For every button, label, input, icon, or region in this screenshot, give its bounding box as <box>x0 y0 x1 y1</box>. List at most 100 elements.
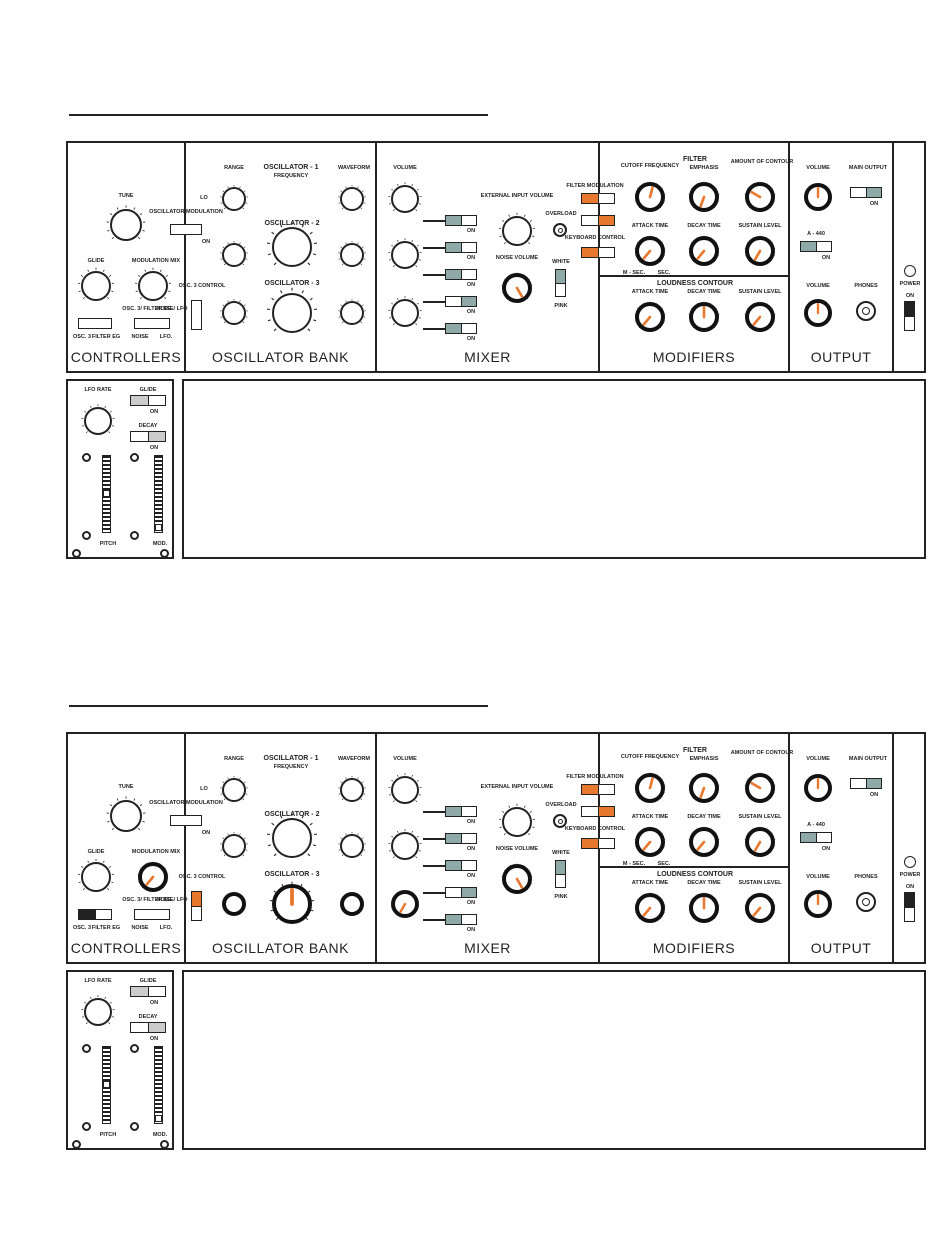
osc2-range-knob[interactable] <box>220 241 248 267</box>
osc3-control-switch[interactable] <box>191 891 202 921</box>
osc3-range-knob[interactable] <box>220 299 248 325</box>
noise-lfo-switch[interactable] <box>134 909 170 920</box>
osc2-waveform-knob[interactable] <box>338 241 366 267</box>
noise-volume-knob[interactable] <box>501 863 533 894</box>
mixer-volume-knob-2[interactable] <box>388 238 422 269</box>
phones-volume-knob[interactable] <box>804 890 832 918</box>
main-volume-knob[interactable] <box>804 774 832 802</box>
phones-jack[interactable] <box>856 892 876 912</box>
decay-toggle[interactable] <box>130 1022 166 1033</box>
external-input-knob[interactable] <box>498 212 536 246</box>
pitch-wheel[interactable] <box>102 1046 111 1124</box>
lfo-rate-knob[interactable] <box>81 995 115 1026</box>
power-switch[interactable] <box>904 892 915 922</box>
white-pink-switch[interactable] <box>555 860 566 888</box>
mixer-volume-knob-2[interactable] <box>388 829 422 860</box>
mixer-source-switch-4[interactable] <box>445 887 477 898</box>
mixer-source-switch-1[interactable] <box>445 215 477 226</box>
phones-jack[interactable] <box>856 301 876 321</box>
glide-toggle[interactable] <box>130 395 166 406</box>
mixer-volume-knob-1[interactable] <box>388 182 422 213</box>
main-output-switch[interactable] <box>850 187 882 198</box>
osc3-frequency-knob[interactable] <box>269 881 315 924</box>
mixer-volume-knob-3[interactable] <box>388 296 422 327</box>
filter-decay-knob[interactable] <box>688 826 720 857</box>
osc2-waveform-knob[interactable] <box>338 832 366 858</box>
loudness-decay-knob[interactable] <box>688 892 720 923</box>
oscillator-modulation-switch[interactable] <box>170 224 202 235</box>
mixer-source-switch-5[interactable] <box>445 323 477 334</box>
osc3-waveform-knob[interactable] <box>340 892 364 916</box>
mixer-source-switch-4[interactable] <box>445 296 477 307</box>
external-input-knob[interactable] <box>498 803 536 837</box>
keyboard-control-switch-2[interactable] <box>581 838 615 849</box>
main-volume-knob[interactable] <box>804 183 832 211</box>
oscillator-modulation-switch[interactable] <box>170 815 202 826</box>
keyboard-control-switch-1[interactable] <box>581 215 615 226</box>
mixer-volume-knob-1[interactable] <box>388 773 422 804</box>
emphasis-knob[interactable] <box>688 181 720 212</box>
overload-jack[interactable] <box>553 223 567 237</box>
osc3-control-switch[interactable] <box>191 300 202 330</box>
a440-switch[interactable] <box>800 832 832 843</box>
filter-modulation-switch[interactable] <box>581 784 615 795</box>
amount-of-contour-knob[interactable] <box>744 772 776 803</box>
emphasis-knob[interactable] <box>688 772 720 803</box>
mod-wheel[interactable] <box>154 1046 163 1124</box>
osc3-filtereg-switch[interactable] <box>78 318 112 329</box>
cutoff-knob[interactable] <box>634 181 666 212</box>
mod-wheel[interactable] <box>154 455 163 533</box>
pitch-wheel[interactable] <box>102 455 111 533</box>
decay-toggle[interactable] <box>130 431 166 442</box>
lfo-rate-knob[interactable] <box>81 404 115 435</box>
filter-decay-knob[interactable] <box>688 235 720 266</box>
tune-knob[interactable] <box>106 205 146 241</box>
overload-jack[interactable] <box>553 814 567 828</box>
filter-sustain-knob[interactable] <box>744 235 776 266</box>
osc3-filtereg-switch[interactable] <box>78 909 112 920</box>
keyboard-control-switch-2[interactable] <box>581 247 615 258</box>
mixer-source-switch-2[interactable] <box>445 833 477 844</box>
power-switch[interactable] <box>904 301 915 331</box>
osc1-waveform-knob[interactable] <box>338 776 366 802</box>
noise-lfo-switch[interactable] <box>134 318 170 329</box>
osc3-range-knob[interactable] <box>222 892 246 916</box>
noise-volume-knob[interactable] <box>501 272 533 303</box>
osc2-frequency-knob[interactable] <box>267 221 317 267</box>
filter-modulation-switch[interactable] <box>581 193 615 204</box>
osc2-frequency-knob[interactable] <box>267 812 317 858</box>
amount-of-contour-knob[interactable] <box>744 181 776 212</box>
mixer-source-switch-2[interactable] <box>445 242 477 253</box>
mixer-source-switch-1[interactable] <box>445 806 477 817</box>
osc1-range-knob[interactable] <box>220 185 248 211</box>
loudness-sustain-knob[interactable] <box>744 892 776 923</box>
filter-attack-knob[interactable] <box>634 235 666 266</box>
main-output-switch[interactable] <box>850 778 882 789</box>
mixer-volume-knob-3[interactable] <box>391 890 419 918</box>
a440-switch[interactable] <box>800 241 832 252</box>
osc3-frequency-knob[interactable] <box>267 287 317 333</box>
modulation-mix-knob[interactable] <box>134 267 172 301</box>
glide-knob[interactable] <box>77 267 115 301</box>
keyboard-control-switch-1[interactable] <box>581 806 615 817</box>
white-pink-switch[interactable] <box>555 269 566 297</box>
loudness-decay-knob[interactable] <box>688 301 720 332</box>
filter-sustain-knob[interactable] <box>744 826 776 857</box>
loudness-attack-knob[interactable] <box>634 301 666 332</box>
loudness-attack-knob[interactable] <box>634 892 666 923</box>
tune-knob[interactable] <box>106 796 146 832</box>
filter-attack-knob[interactable] <box>634 826 666 857</box>
glide-toggle[interactable] <box>130 986 166 997</box>
mixer-source-switch-3[interactable] <box>445 860 477 871</box>
osc3-waveform-knob[interactable] <box>338 299 366 325</box>
modulation-mix-knob[interactable] <box>137 861 169 892</box>
osc2-range-knob[interactable] <box>220 832 248 858</box>
cutoff-knob[interactable] <box>634 772 666 803</box>
phones-volume-knob[interactable] <box>804 299 832 327</box>
loudness-sustain-knob[interactable] <box>744 301 776 332</box>
glide-knob[interactable] <box>77 858 115 892</box>
osc1-waveform-knob[interactable] <box>338 185 366 211</box>
mixer-source-switch-5[interactable] <box>445 914 477 925</box>
mixer-source-switch-3[interactable] <box>445 269 477 280</box>
osc1-range-knob[interactable] <box>220 776 248 802</box>
